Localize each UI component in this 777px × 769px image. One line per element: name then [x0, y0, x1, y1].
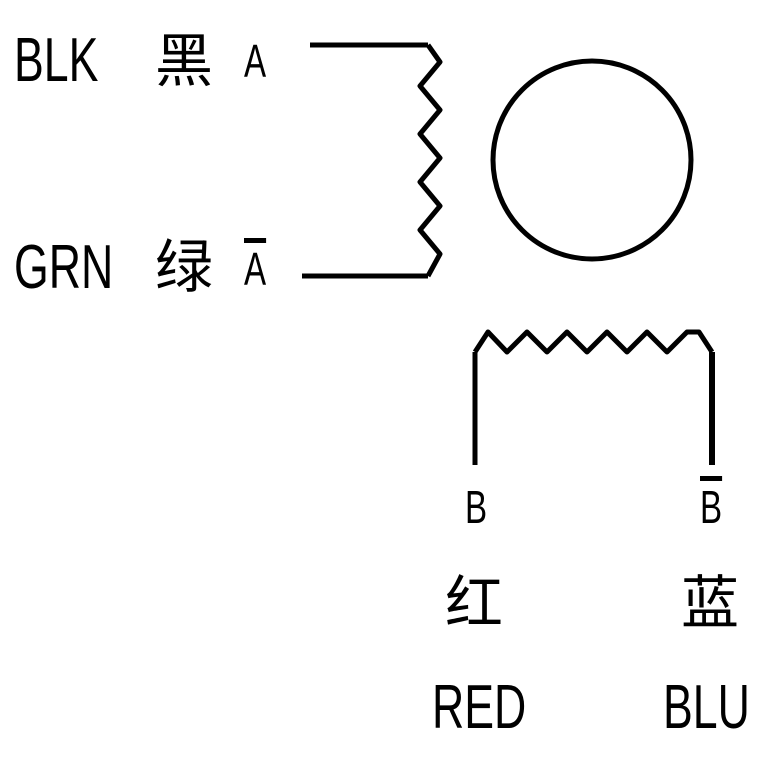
grn-color-cn: 绿 — [155, 233, 214, 301]
blk-color-code: BLK — [14, 26, 99, 95]
grn-color-code: GRN — [14, 233, 114, 302]
terminal-b-label: B — [465, 481, 488, 533]
coil-a-winding — [417, 43, 443, 278]
blu-color-cn: 蓝 — [681, 569, 740, 637]
red-color-cn: 红 — [445, 569, 504, 637]
coil-b-winding — [472, 329, 715, 355]
red-color-code: RED — [432, 673, 527, 742]
rotor-circle — [490, 58, 694, 262]
terminal-b-bar-label: B — [700, 481, 723, 533]
terminal-a-label: A — [244, 35, 267, 87]
terminal-a-bar-label: A — [244, 243, 267, 295]
blu-color-code: BLU — [663, 673, 750, 742]
blk-color-cn: 黑 — [155, 27, 214, 95]
